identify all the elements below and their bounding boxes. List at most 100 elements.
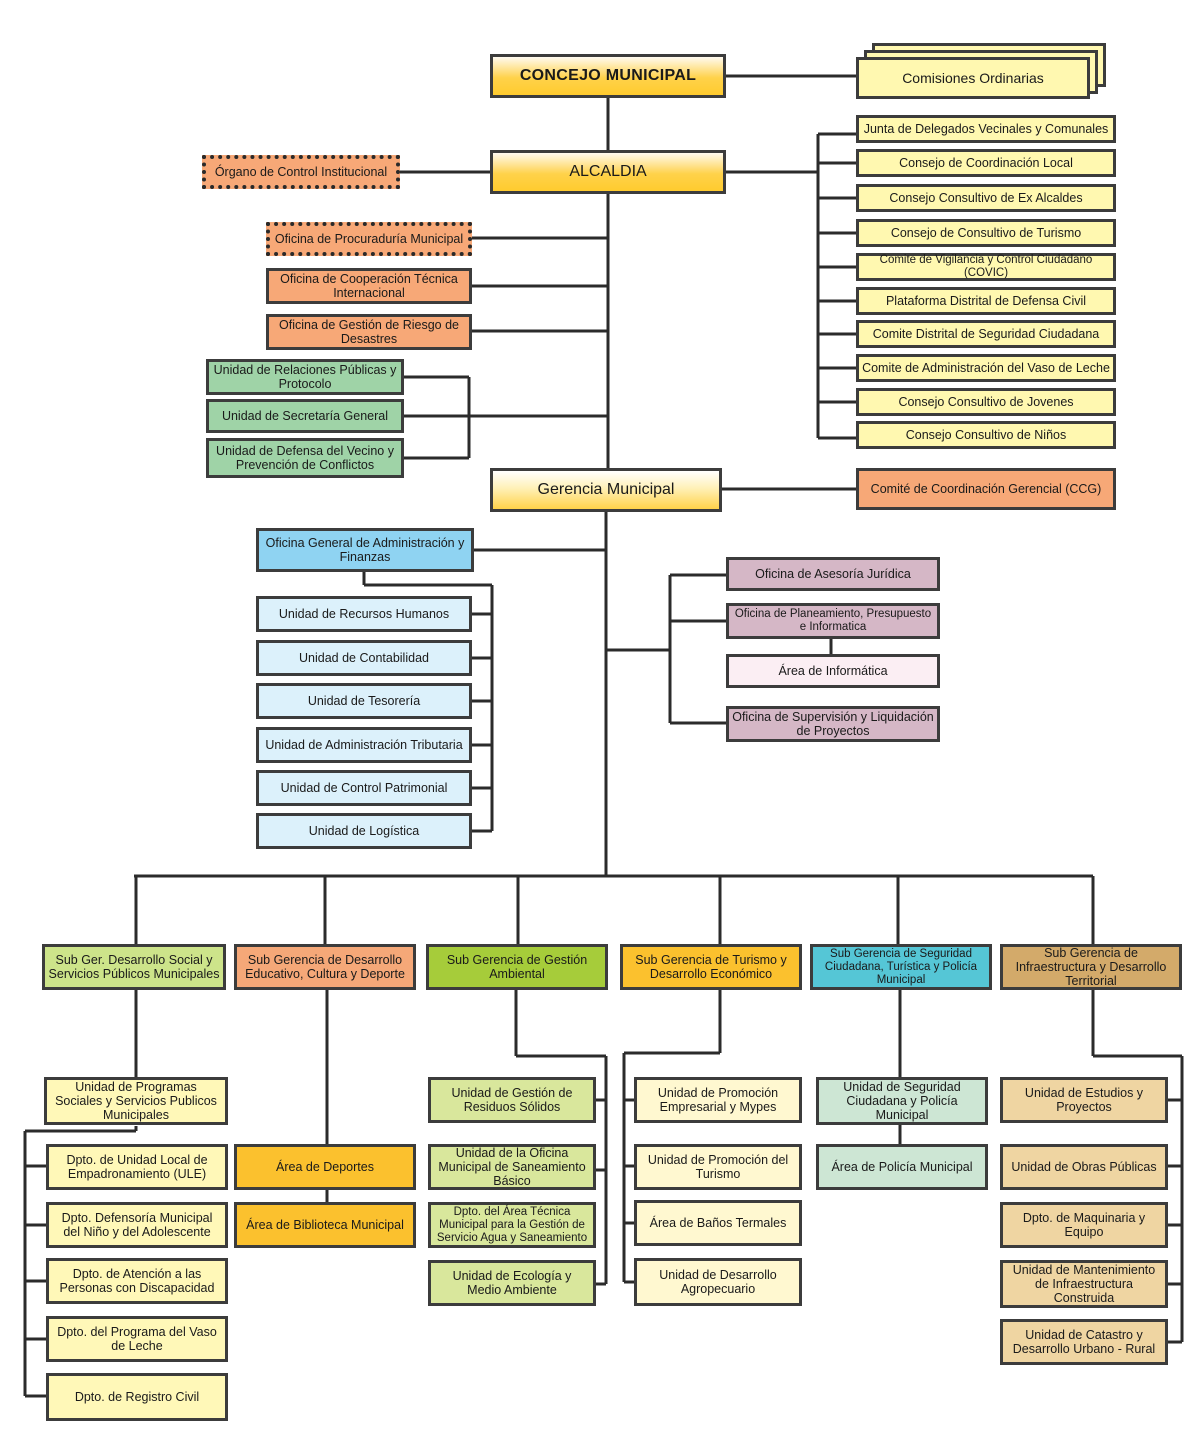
- dpto-box: Dpto. Defensoría Municipal del Niño y de…: [46, 1202, 228, 1248]
- consultative-item: Comite Distrital de Seguridad Ciudadana: [856, 320, 1116, 348]
- mantenimiento-box: Unidad de Mantenimiento de Infraestructu…: [1000, 1260, 1168, 1308]
- subgerencia-educativo: Sub Gerencia de Desarrollo Educativo, Cu…: [234, 944, 416, 990]
- unit-label: Unidad de Mantenimiento de Infraestructu…: [1012, 1263, 1156, 1305]
- informatica-label: Área de Informática: [778, 664, 888, 678]
- banos-termales-box: Área de Baños Termales: [634, 1200, 802, 1246]
- unit-label: Unidad de Obras Públicas: [1011, 1160, 1157, 1174]
- riesgo-box: Oficina de Gestión de Riesgo de Desastre…: [266, 314, 472, 350]
- subgerencia-ambiental: Sub Gerencia de Gestión Ambiental: [426, 944, 608, 990]
- riesgo-label: Oficina de Gestión de Riesgo de Desastre…: [279, 318, 459, 346]
- subgerencia-seguridad: Sub Gerencia de Seguridad Ciudadana, Tur…: [810, 944, 992, 990]
- promocion-turismo-box: Unidad de Promoción del Turismo: [634, 1144, 802, 1190]
- consultative-item: Consejo de Coordinación Local: [856, 149, 1116, 177]
- planeamiento-label: Oficina de Planeamiento, Presupuesto e I…: [734, 608, 932, 633]
- dpto-box: Dpto. de Unidad Local de Empadronamiento…: [46, 1144, 228, 1190]
- admin-finanzas-box: Oficina General de Administración y Fina…: [256, 528, 474, 572]
- subgerencia-label: Sub Gerencia de Seguridad Ciudadana, Tur…: [824, 947, 978, 986]
- admin-unit: Unidad de Tesorería: [256, 683, 472, 719]
- seguridad-ciudadana-box: Unidad de Seguridad Ciudadana y Policía …: [816, 1077, 988, 1125]
- comisiones-label: Comisiones Ordinarias: [902, 70, 1044, 86]
- unit-label: Dpto. del Programa del Vaso de Leche: [57, 1325, 217, 1353]
- area-deportes-box: Área de Deportes: [234, 1144, 416, 1190]
- relaciones-publicas-box: Unidad de Relaciones Públicas y Protocol…: [206, 359, 404, 395]
- area-biblioteca-box: Área de Biblioteca Municipal: [234, 1202, 416, 1248]
- subgerencia-label: Sub Ger. Desarrollo Social y Servicios P…: [48, 953, 220, 981]
- admin-finanzas-label: Oficina General de Administración y Fina…: [265, 536, 465, 564]
- secretaria-general-box: Unidad de Secretaría General: [206, 399, 404, 433]
- consultative-item: Plataforma Distrital de Defensa Civil: [856, 287, 1116, 315]
- admin-unit: Unidad de Control Patrimonial: [256, 770, 472, 806]
- unit-label: Dpto. Defensoría Municipal del Niño y de…: [61, 1211, 213, 1239]
- consultative-item: Consejo de Consultivo de Turismo: [856, 219, 1116, 247]
- residuos-solidos-box: Unidad de Gestión de Residuos Sólidos: [428, 1077, 596, 1123]
- gerencia-label: Gerencia Municipal: [537, 481, 675, 498]
- unit-label: Unidad de la Oficina Municipal de Saneam…: [438, 1146, 586, 1188]
- cooperacion-box: Oficina de Cooperación Técnica Internaci…: [266, 268, 472, 304]
- alcaldia-label: ALCALDIA: [569, 163, 647, 180]
- unit-label: Área de Biblioteca Municipal: [246, 1218, 404, 1232]
- obras-publicas-box: Unidad de Obras Públicas: [1000, 1144, 1168, 1190]
- concejo-municipal-box: CONCEJO MUNICIPAL: [490, 54, 726, 98]
- unit-label: Unidad de Promoción Empresarial y Mypes: [657, 1086, 779, 1114]
- supervision-box: Oficina de Supervisión y Liquidación de …: [726, 706, 940, 742]
- consultative-label: Consejo de Coordinación Local: [899, 156, 1073, 170]
- dpto-box: Dpto. del Programa del Vaso de Leche: [46, 1316, 228, 1362]
- admin-unit-label: Unidad de Logística: [308, 824, 420, 838]
- area-tecnica-box: Dpto. del Área Técnica Municipal para la…: [428, 1202, 596, 1248]
- area-informatica-box: Área de Informática: [726, 654, 940, 688]
- unit-label: Unidad de Estudios y Proyectos: [1024, 1086, 1144, 1114]
- unit-label: Unidad de Desarrollo Agropecuario: [659, 1268, 777, 1296]
- comite-ccg-box: Comité de Coordinación Gerencial (CCG): [856, 468, 1116, 510]
- admin-unit: Unidad de Administración Tributaria: [256, 727, 472, 763]
- unit-label: Área de Baños Termales: [649, 1216, 787, 1230]
- procuraduria-label: Oficina de Procuraduría Municipal: [274, 232, 464, 246]
- maquinaria-box: Dpto. de Maquinaria y Equipo: [1000, 1202, 1168, 1248]
- consultative-label: Consejo Consultivo de Jovenes: [898, 395, 1074, 409]
- alcaldia-box: ALCALDIA: [490, 150, 726, 194]
- consultative-item: Consejo Consultivo de Jovenes: [856, 388, 1116, 416]
- asesoria-juridica-box: Oficina de Asesoría Jurídica: [726, 557, 940, 591]
- unit-label: Unidad de Ecología y Medio Ambiente: [452, 1269, 572, 1297]
- consultative-label: Comite de Administración del Vaso de Lec…: [862, 361, 1110, 375]
- unit-label: Unidad de Seguridad Ciudadana y Policía …: [843, 1080, 961, 1122]
- consultative-label: Consejo Consultivo de Ex Alcaldes: [889, 191, 1083, 205]
- organo-control-label: Órgano de Control Institucional: [214, 165, 388, 179]
- consultative-label: Junta de Delegados Vecinales y Comunales: [863, 122, 1109, 136]
- admin-unit-label: Unidad de Contabilidad: [299, 651, 429, 665]
- concejo-label: CONCEJO MUNICIPAL: [519, 67, 697, 84]
- subgerencia-label: Sub Gerencia de Gestión Ambiental: [446, 953, 588, 981]
- subgerencia-label: Sub Gerencia de Desarrollo Educativo, Cu…: [245, 953, 405, 981]
- unit-label: Área de Policía Municipal: [831, 1160, 973, 1174]
- subgerencia-label: Sub Gerencia de Infraestructura y Desarr…: [1015, 946, 1167, 988]
- dpto-box: Dpto. de Atención a las Personas con Dis…: [46, 1258, 228, 1304]
- unit-label: Dpto. de Maquinaria y Equipo: [1022, 1211, 1146, 1239]
- consultative-item: Comite de Vigilancia y Control Ciudadano…: [856, 253, 1116, 281]
- gerencia-municipal-box: Gerencia Municipal: [490, 468, 722, 512]
- consultative-label: Comite Distrital de Seguridad Ciudadana: [872, 327, 1100, 341]
- consultative-label: Consejo Consultivo de Niños: [905, 428, 1067, 442]
- comite-ccg-label: Comité de Coordinación Gerencial (CCG): [870, 482, 1102, 496]
- comisiones-ordinarias-box: Comisiones Ordinarias: [856, 57, 1090, 99]
- admin-unit: Unidad de Logística: [256, 813, 472, 849]
- consultative-label: Consejo de Consultivo de Turismo: [890, 226, 1082, 240]
- saneamiento-box: Unidad de la Oficina Municipal de Saneam…: [428, 1144, 596, 1190]
- unit-label: Unidad de Promoción del Turismo: [647, 1153, 789, 1181]
- estudios-proyectos-box: Unidad de Estudios y Proyectos: [1000, 1077, 1168, 1123]
- unit-label: Dpto. de Unidad Local de Empadronamiento…: [66, 1153, 208, 1181]
- programas-sociales-box: Unidad de Programas Sociales y Servicios…: [44, 1077, 228, 1125]
- desarrollo-agropecuario-box: Unidad de Desarrollo Agropecuario: [634, 1258, 802, 1306]
- admin-unit-label: Unidad de Recursos Humanos: [278, 607, 450, 621]
- unit-label: Unidad de Programas Sociales y Servicios…: [55, 1080, 217, 1122]
- dpto-box: Dpto. de Registro Civil: [46, 1373, 228, 1421]
- planeamiento-box: Oficina de Planeamiento, Presupuesto e I…: [726, 603, 940, 639]
- unit-label: Dpto. del Área Técnica Municipal para la…: [436, 1205, 588, 1244]
- policia-municipal-box: Área de Policía Municipal: [816, 1144, 988, 1190]
- admin-unit-label: Unidad de Tesorería: [307, 694, 421, 708]
- secretaria-general-label: Unidad de Secretaría General: [221, 409, 389, 423]
- promocion-empresarial-box: Unidad de Promoción Empresarial y Mypes: [634, 1077, 802, 1123]
- consultative-item: Comite de Administración del Vaso de Lec…: [856, 354, 1116, 382]
- consultative-item: Consejo Consultivo de Niños: [856, 421, 1116, 449]
- unit-label: Unidad de Catastro y Desarrollo Urbano -…: [1012, 1328, 1156, 1356]
- defensa-vecino-label: Unidad de Defensa del Vecino y Prevenció…: [216, 444, 394, 472]
